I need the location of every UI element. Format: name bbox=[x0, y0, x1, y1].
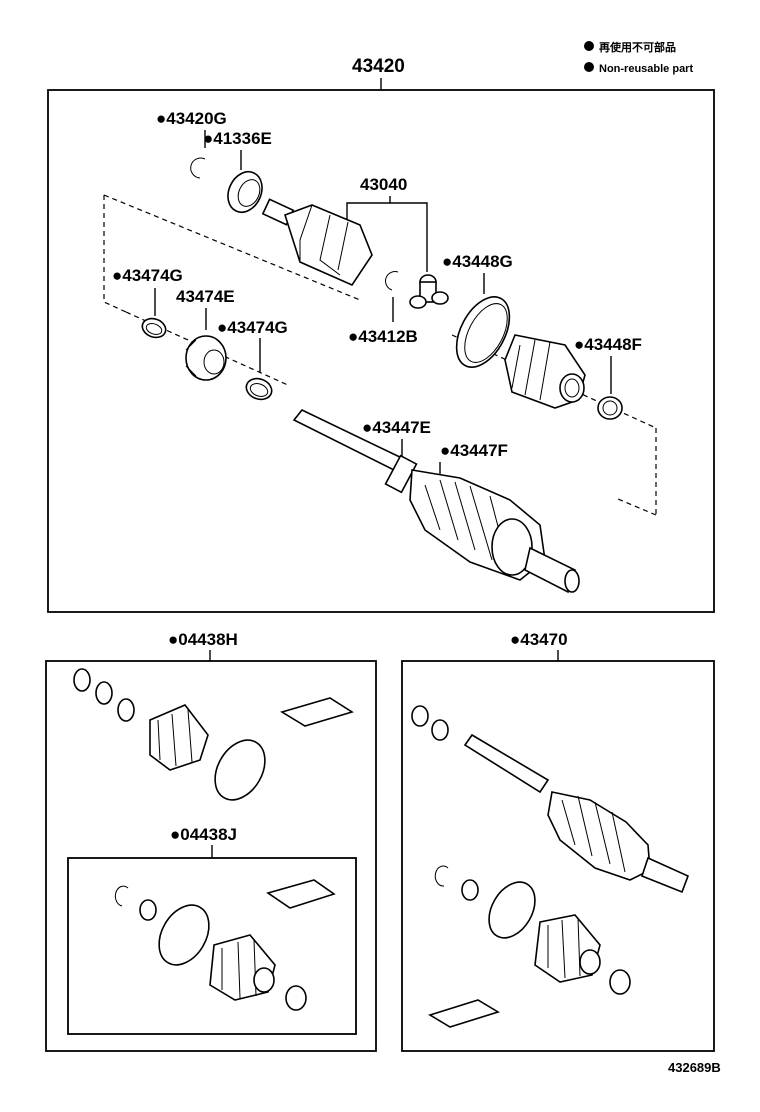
clamp-icon bbox=[597, 396, 623, 420]
diagram-id: 432689B bbox=[668, 1060, 721, 1075]
damper-icon bbox=[185, 335, 227, 381]
clamp-icon bbox=[141, 317, 167, 339]
legend-jp-text: 再使用不可部品 bbox=[599, 40, 676, 54]
tripod-icon bbox=[409, 274, 449, 309]
drive-shaft-icon bbox=[292, 409, 580, 594]
kit-43470-contents bbox=[411, 705, 690, 1028]
part-label-43474E[interactable]: 43474E bbox=[176, 287, 235, 306]
kit-frame-04438J bbox=[67, 857, 357, 1035]
inner-boot-icon bbox=[504, 334, 586, 409]
kit-frame-43470 bbox=[401, 660, 715, 1052]
kit-frame-04438H bbox=[45, 660, 377, 1052]
exploded-outline bbox=[103, 195, 127, 313]
part-label-43447F[interactable]: ●43447F bbox=[440, 441, 508, 460]
legend-en-text: Non-reusable part bbox=[599, 63, 693, 75]
seal-icon bbox=[227, 171, 263, 213]
main-assembly-frame bbox=[47, 89, 715, 613]
inner-joint-housing-icon bbox=[261, 198, 373, 287]
kit-label-04438J[interactable]: ●04438J bbox=[170, 825, 237, 844]
grease-pack-icon bbox=[266, 879, 336, 909]
boot-band-icon bbox=[455, 296, 511, 368]
assembly-label-43040[interactable]: 43040 bbox=[360, 175, 407, 194]
part-label-43448F[interactable]: ●43448F bbox=[574, 335, 642, 354]
part-label-41336E[interactable]: ●41336E bbox=[203, 129, 272, 148]
legend-bullet-icon bbox=[584, 62, 594, 72]
snap-ring-icon bbox=[190, 157, 206, 179]
legend-bullet-icon bbox=[584, 41, 594, 51]
legend: 再使用不可部品 Non-reusable part bbox=[584, 40, 693, 75]
part-label-43420G[interactable]: ●43420G bbox=[156, 109, 227, 128]
part-label-43412B[interactable]: ●43412B bbox=[348, 327, 418, 346]
snap-ring-icon bbox=[385, 271, 399, 291]
kit-label-04438H[interactable]: ●04438H bbox=[168, 630, 238, 649]
part-label-43474G-b[interactable]: ●43474G bbox=[217, 318, 288, 337]
kit-label-43470[interactable]: ●43470 bbox=[510, 630, 568, 649]
assembly-number-label[interactable]: 43420 bbox=[352, 56, 405, 77]
part-label-43448G[interactable]: ●43448G bbox=[442, 252, 513, 271]
part-label-43447E[interactable]: ●43447E bbox=[362, 418, 431, 437]
kit-04438H-contents bbox=[73, 668, 354, 801]
kit-04438J-contents bbox=[114, 879, 336, 1011]
grease-pack-icon bbox=[428, 999, 500, 1028]
part-label-43474G-a[interactable]: ●43474G bbox=[112, 266, 183, 285]
grease-pack-icon bbox=[280, 697, 354, 727]
clamp-icon bbox=[245, 377, 273, 401]
